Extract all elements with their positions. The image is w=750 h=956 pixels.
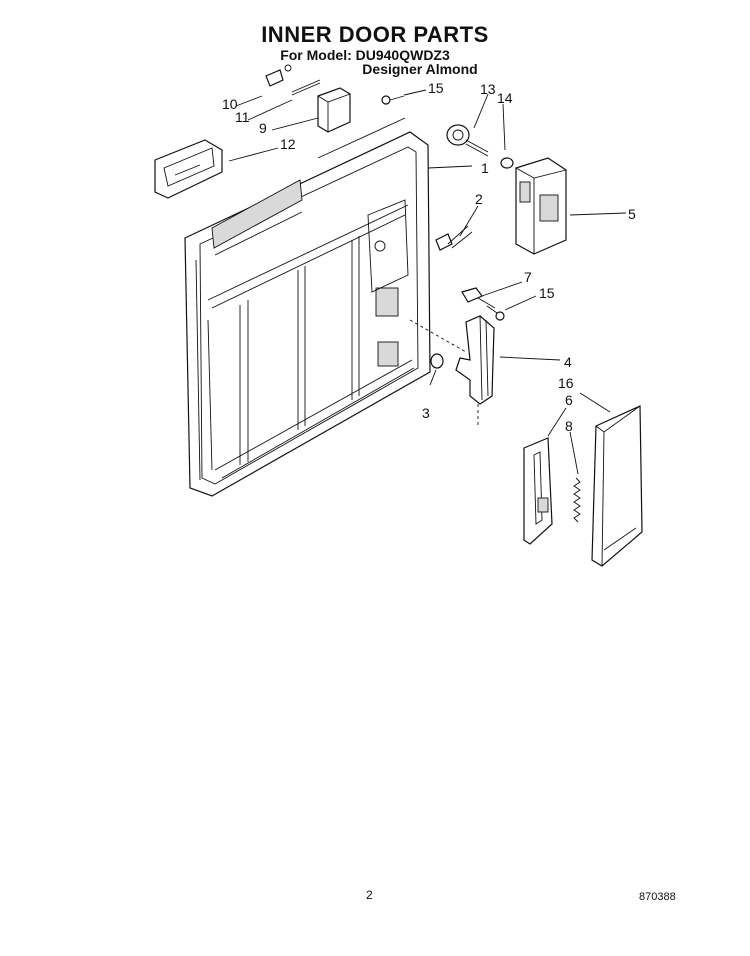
leader-lines <box>228 89 627 475</box>
document-code: 870388 <box>639 891 676 903</box>
part-5-latch-housing <box>515 157 567 255</box>
callout-5: 5 <box>628 206 636 222</box>
part-2-bracket <box>435 225 473 251</box>
page-title: INNER DOOR PARTS <box>261 22 489 47</box>
part-16-cover <box>591 405 643 567</box>
callout-14: 14 <box>497 90 513 106</box>
part-13-knob <box>446 124 489 157</box>
color-line: Designer Almond <box>362 61 478 77</box>
callout-12: 12 <box>280 136 296 152</box>
callout-1: 1 <box>481 160 489 176</box>
callout-15-lower: 15 <box>539 285 555 301</box>
callout-4: 4 <box>564 354 572 370</box>
callout-3: 3 <box>422 405 430 421</box>
part-11-pin <box>291 79 321 96</box>
part-7-clip <box>461 287 496 309</box>
callout-13: 13 <box>480 81 496 97</box>
part-6-slide <box>523 437 553 545</box>
callout-11: 11 <box>235 109 250 125</box>
model-line: For Model: DU940QWDZ3 <box>280 47 450 63</box>
callout-10: 10 <box>222 96 238 112</box>
part-15-screw-lower <box>486 305 505 321</box>
part-12-handle <box>154 139 223 199</box>
part-3-nut <box>430 353 444 369</box>
callout-16: 16 <box>558 375 574 391</box>
part-4-latch-arm <box>409 315 495 426</box>
page-number: 2 <box>366 888 373 902</box>
inner-door-panel <box>184 117 431 497</box>
callout-6: 6 <box>565 392 573 408</box>
part-8-spring <box>573 477 581 523</box>
callout-8: 8 <box>565 418 573 434</box>
part-10-clip <box>265 64 292 87</box>
callout-labels: 1 2 3 4 5 6 7 8 9 10 11 12 13 14 15 15 1… <box>222 80 636 434</box>
callout-9: 9 <box>259 120 267 136</box>
callout-15-top: 15 <box>428 80 444 96</box>
callout-7: 7 <box>524 269 532 285</box>
part-14-washer <box>500 157 514 169</box>
part-9-cap <box>317 87 351 133</box>
callout-2: 2 <box>475 191 483 207</box>
part-15-screw-top <box>381 95 405 105</box>
